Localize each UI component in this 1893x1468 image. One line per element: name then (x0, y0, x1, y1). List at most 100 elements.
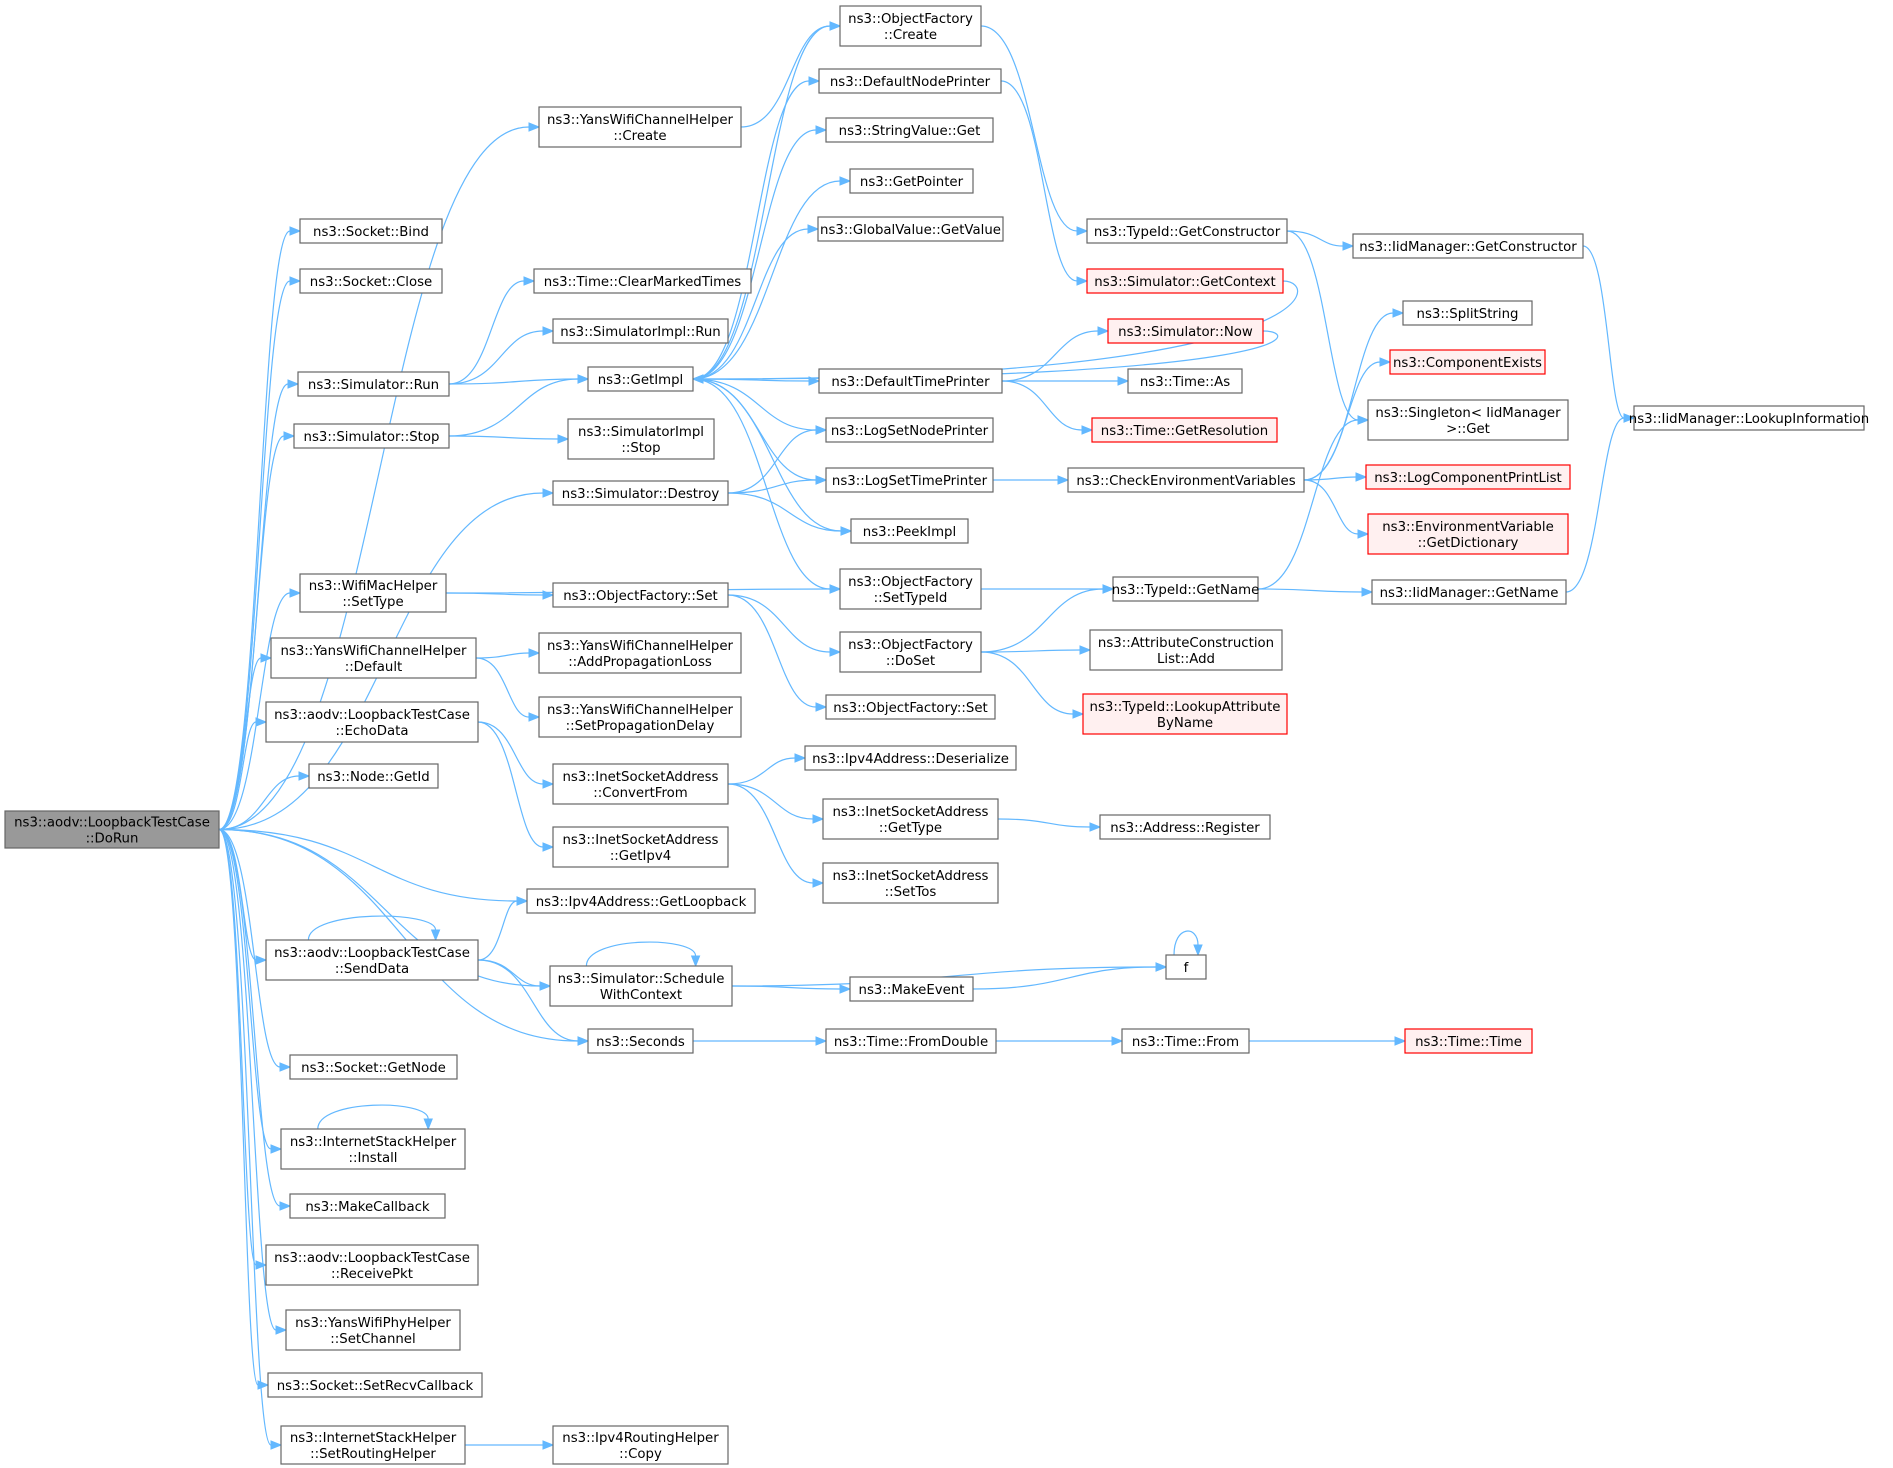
node-yansphy-setchannel[interactable]: ns3::YansWifiPhyHelper::SetChannel (285, 1309, 461, 1351)
node-label: ns3::InetSocketAddress (833, 805, 989, 820)
node-time-getresolution[interactable]: ns3::Time::GetResolution (1091, 417, 1278, 443)
node-defaulttimeprinter[interactable]: ns3::DefaultTimePrinter (818, 368, 1003, 394)
node-ipv4rh-copy[interactable]: ns3::Ipv4RoutingHelper::Copy (552, 1425, 729, 1465)
node-globalvalue-getvalue[interactable]: ns3::GlobalValue::GetValue (817, 216, 1004, 242)
node-socket-close[interactable]: ns3::Socket::Close (299, 268, 443, 294)
node-yans-addprop[interactable]: ns3::YansWifiChannelHelper::AddPropagati… (538, 632, 742, 674)
node-label: ns3::LogSetTimePrinter (832, 474, 988, 489)
node-isa-settos[interactable]: ns3::InetSocketAddress::SetTos (822, 862, 999, 904)
node-checkenv[interactable]: ns3::CheckEnvironmentVariables (1067, 467, 1305, 493)
node-box (265, 1244, 479, 1286)
edge-line (972, 966, 1157, 990)
edge-arrowhead (1379, 357, 1392, 367)
node-typeid-getconstructor[interactable]: ns3::TypeId::GetConstructor (1086, 218, 1288, 244)
node-stringvalue-get[interactable]: ns3::StringValue::Get (825, 117, 994, 143)
node-box (1389, 349, 1546, 375)
edge-senddata-to-sim-schedulewc (477, 959, 552, 991)
edge-arrowhead (1193, 944, 1203, 957)
node-dorun[interactable]: ns3::aodv::LoopbackTestCase::DoRun (4, 810, 220, 849)
node-iid-getname[interactable]: ns3::IidManager::GetName (1371, 579, 1567, 605)
node-box (839, 631, 982, 673)
edge-arrowhead (430, 929, 441, 942)
node-box (552, 480, 729, 506)
node-iid-lookupinfo[interactable]: ns3::IidManager::LookupInformation (1629, 405, 1869, 431)
edge-arrowhead (1076, 276, 1089, 286)
node-sim-run[interactable]: ns3::Simulator::Run (297, 371, 450, 397)
node-ipv4-deserialize[interactable]: ns3::Ipv4Address::Deserialize (804, 745, 1017, 771)
node-logsettimeprinter[interactable]: ns3::LogSetTimePrinter (825, 467, 994, 493)
node-of-create[interactable]: ns3::ObjectFactory::Create (839, 5, 982, 47)
node-getimpl[interactable]: ns3::GetImpl (587, 366, 694, 392)
node-logcomponentprintlist[interactable]: ns3::LogComponentPrintList (1365, 464, 1571, 490)
node-socket-getnode[interactable]: ns3::Socket::GetNode (289, 1054, 458, 1080)
node-ish-install[interactable]: ns3::InternetStackHelper::Install (280, 1128, 466, 1170)
node-echodata[interactable]: ns3::aodv::LoopbackTestCase::EchoData (265, 701, 479, 743)
node-time-fromdouble[interactable]: ns3::Time::FromDouble (825, 1028, 997, 1054)
node-isa-getipv4[interactable]: ns3::InetSocketAddress::GetIpv4 (552, 826, 729, 868)
node-simimpl-stop[interactable]: ns3::SimulatorImpl::Stop (567, 418, 715, 460)
node-box (552, 582, 729, 608)
node-box (1086, 218, 1288, 244)
node-sim-now[interactable]: ns3::Simulator::Now (1107, 318, 1264, 344)
node-socket-bind[interactable]: ns3::Socket::Bind (299, 218, 443, 244)
node-time-clearmarked[interactable]: ns3::Time::ClearMarkedTimes (533, 268, 752, 294)
node-box (1089, 629, 1283, 671)
edge-sim-run-to-time-clearmarked (448, 276, 536, 385)
node-yans-setprop[interactable]: ns3::YansWifiChannelHelper::SetPropagati… (538, 696, 742, 738)
node-socket-setrecv[interactable]: ns3::Socket::SetRecvCallback (267, 1372, 483, 1398)
node-of-set1[interactable]: ns3::ObjectFactory::Set (552, 582, 729, 608)
node-f[interactable]: f (1165, 954, 1207, 980)
node-wifimac-settype[interactable]: ns3::WifiMacHelper::SetType (299, 573, 447, 613)
node-typeid-getname[interactable]: ns3::TypeId::GetName (1112, 576, 1260, 602)
node-simimpl-run[interactable]: ns3::SimulatorImpl::Run (552, 318, 729, 344)
node-envvar-getdict[interactable]: ns3::EnvironmentVariable::GetDictionary (1367, 513, 1569, 555)
node-isa-convertfrom[interactable]: ns3::InetSocketAddress::ConvertFrom (552, 763, 729, 805)
node-senddata[interactable]: ns3::aodv::LoopbackTestCase::SendData (265, 939, 479, 981)
edge-line (218, 828, 518, 902)
node-ish-setrouting[interactable]: ns3::InternetStackHelper::SetRoutingHelp… (280, 1425, 466, 1465)
node-getpointer[interactable]: ns3::GetPointer (849, 168, 974, 194)
node-ipv4-getloopback[interactable]: ns3::Ipv4Address::GetLoopback (526, 888, 756, 914)
node-box (1086, 268, 1284, 294)
node-receivepkt[interactable]: ns3::aodv::LoopbackTestCase::ReceivePkt (265, 1244, 479, 1286)
node-makeevent[interactable]: ns3::MakeEvent (849, 976, 974, 1002)
node-makecallback[interactable]: ns3::MakeCallback (289, 1193, 446, 1219)
node-logsetnodeprinter[interactable]: ns3::LogSetNodePrinter (825, 417, 994, 443)
node-time-from[interactable]: ns3::Time::From (1121, 1028, 1250, 1054)
node-singleton-get[interactable]: ns3::Singleton< IidManager >::Get (1367, 399, 1569, 441)
node-of-set2[interactable]: ns3::ObjectFactory::Set (825, 694, 996, 720)
node-seconds[interactable]: ns3::Seconds (587, 1028, 694, 1054)
node-splitstring[interactable]: ns3::SplitString (1402, 300, 1533, 326)
node-label: ns3::YansWifiChannelHelper (547, 113, 734, 128)
node-of-doset[interactable]: ns3::ObjectFactory::DoSet (839, 631, 982, 673)
edge-line (997, 818, 1091, 828)
node-sim-getcontext[interactable]: ns3::Simulator::GetContext (1086, 268, 1284, 294)
node-componentexists[interactable]: ns3::ComponentExists (1389, 349, 1546, 375)
node-isa-gettype[interactable]: ns3::InetSocketAddress::GetType (822, 798, 999, 840)
node-box (552, 1425, 729, 1465)
node-sim-destroy[interactable]: ns3::Simulator::Destroy (552, 480, 729, 506)
node-yans-default[interactable]: ns3::YansWifiChannelHelper::Default (270, 637, 477, 679)
node-time-as[interactable]: ns3::Time::As (1127, 368, 1243, 394)
edge-arrowhead (815, 475, 828, 485)
edge-of-set1-to-of-doset (727, 594, 842, 657)
node-box (1112, 576, 1259, 602)
edge-f-to-f (1173, 930, 1203, 957)
node-time-time[interactable]: ns3::Time::Time (1404, 1028, 1533, 1054)
node-yans-create[interactable]: ns3::YansWifiChannelHelper::Create (538, 106, 742, 148)
edge-arrowhead (270, 1440, 283, 1450)
node-node-getid[interactable]: ns3::Node::GetId (308, 763, 439, 789)
node-address-register[interactable]: ns3::Address::Register (1099, 814, 1271, 840)
node-defaultnodeprinter[interactable]: ns3::DefaultNodePrinter (818, 68, 1002, 94)
node-sim-stop[interactable]: ns3::Simulator::Stop (293, 423, 450, 449)
node-box (825, 694, 996, 720)
node-label: ::Create (884, 28, 937, 43)
edge-line (218, 828, 579, 1042)
edge-arrowhead (270, 1144, 283, 1154)
node-of-settypeid[interactable]: ns3::ObjectFactory::SetTypeId (839, 568, 982, 610)
node-iid-getconstructor[interactable]: ns3::IidManager::GetConstructor (1352, 233, 1584, 259)
node-peekimpl[interactable]: ns3::PeekImpl (850, 518, 969, 544)
